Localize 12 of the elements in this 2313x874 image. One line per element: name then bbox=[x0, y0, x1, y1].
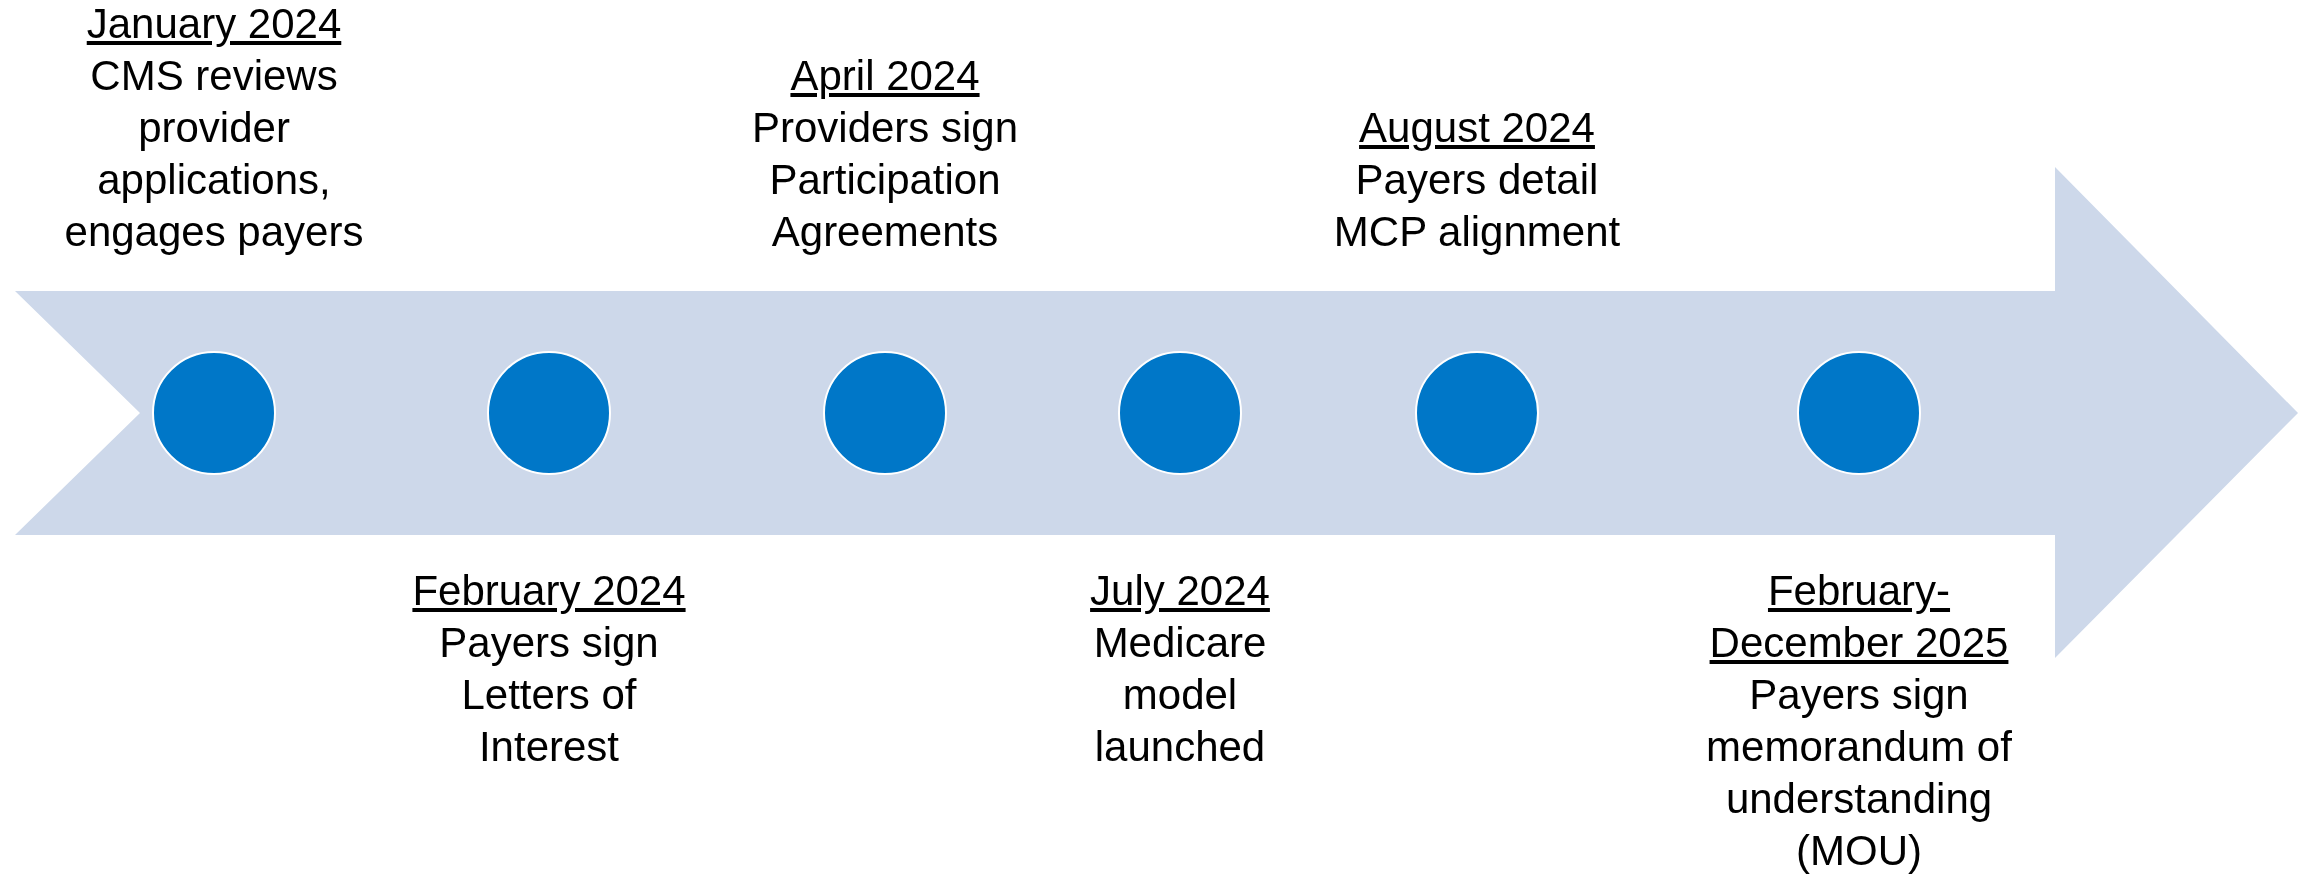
date-heading: January 2024 bbox=[85, 0, 343, 49]
event-description: Payers detail MCP alignment bbox=[1332, 155, 1622, 257]
event-description: Payers sign memorandum of understanding (MOU) bbox=[1705, 670, 2013, 874]
event-description: Providers sign Participation Agreements bbox=[750, 103, 1020, 257]
event-description: Payers sign Letters of Interest bbox=[438, 618, 660, 772]
date-heading: February 2024 bbox=[411, 566, 687, 616]
event-description: CMS reviews provider applications, engages payers bbox=[63, 51, 365, 257]
date-heading: August 2024 bbox=[1358, 103, 1596, 153]
date-heading: February-December 2025 bbox=[1708, 566, 2010, 668]
event-description: Medicare model launched bbox=[1092, 618, 1268, 772]
date-heading: April 2024 bbox=[789, 51, 981, 101]
date-heading: July 2024 bbox=[1089, 566, 1271, 616]
